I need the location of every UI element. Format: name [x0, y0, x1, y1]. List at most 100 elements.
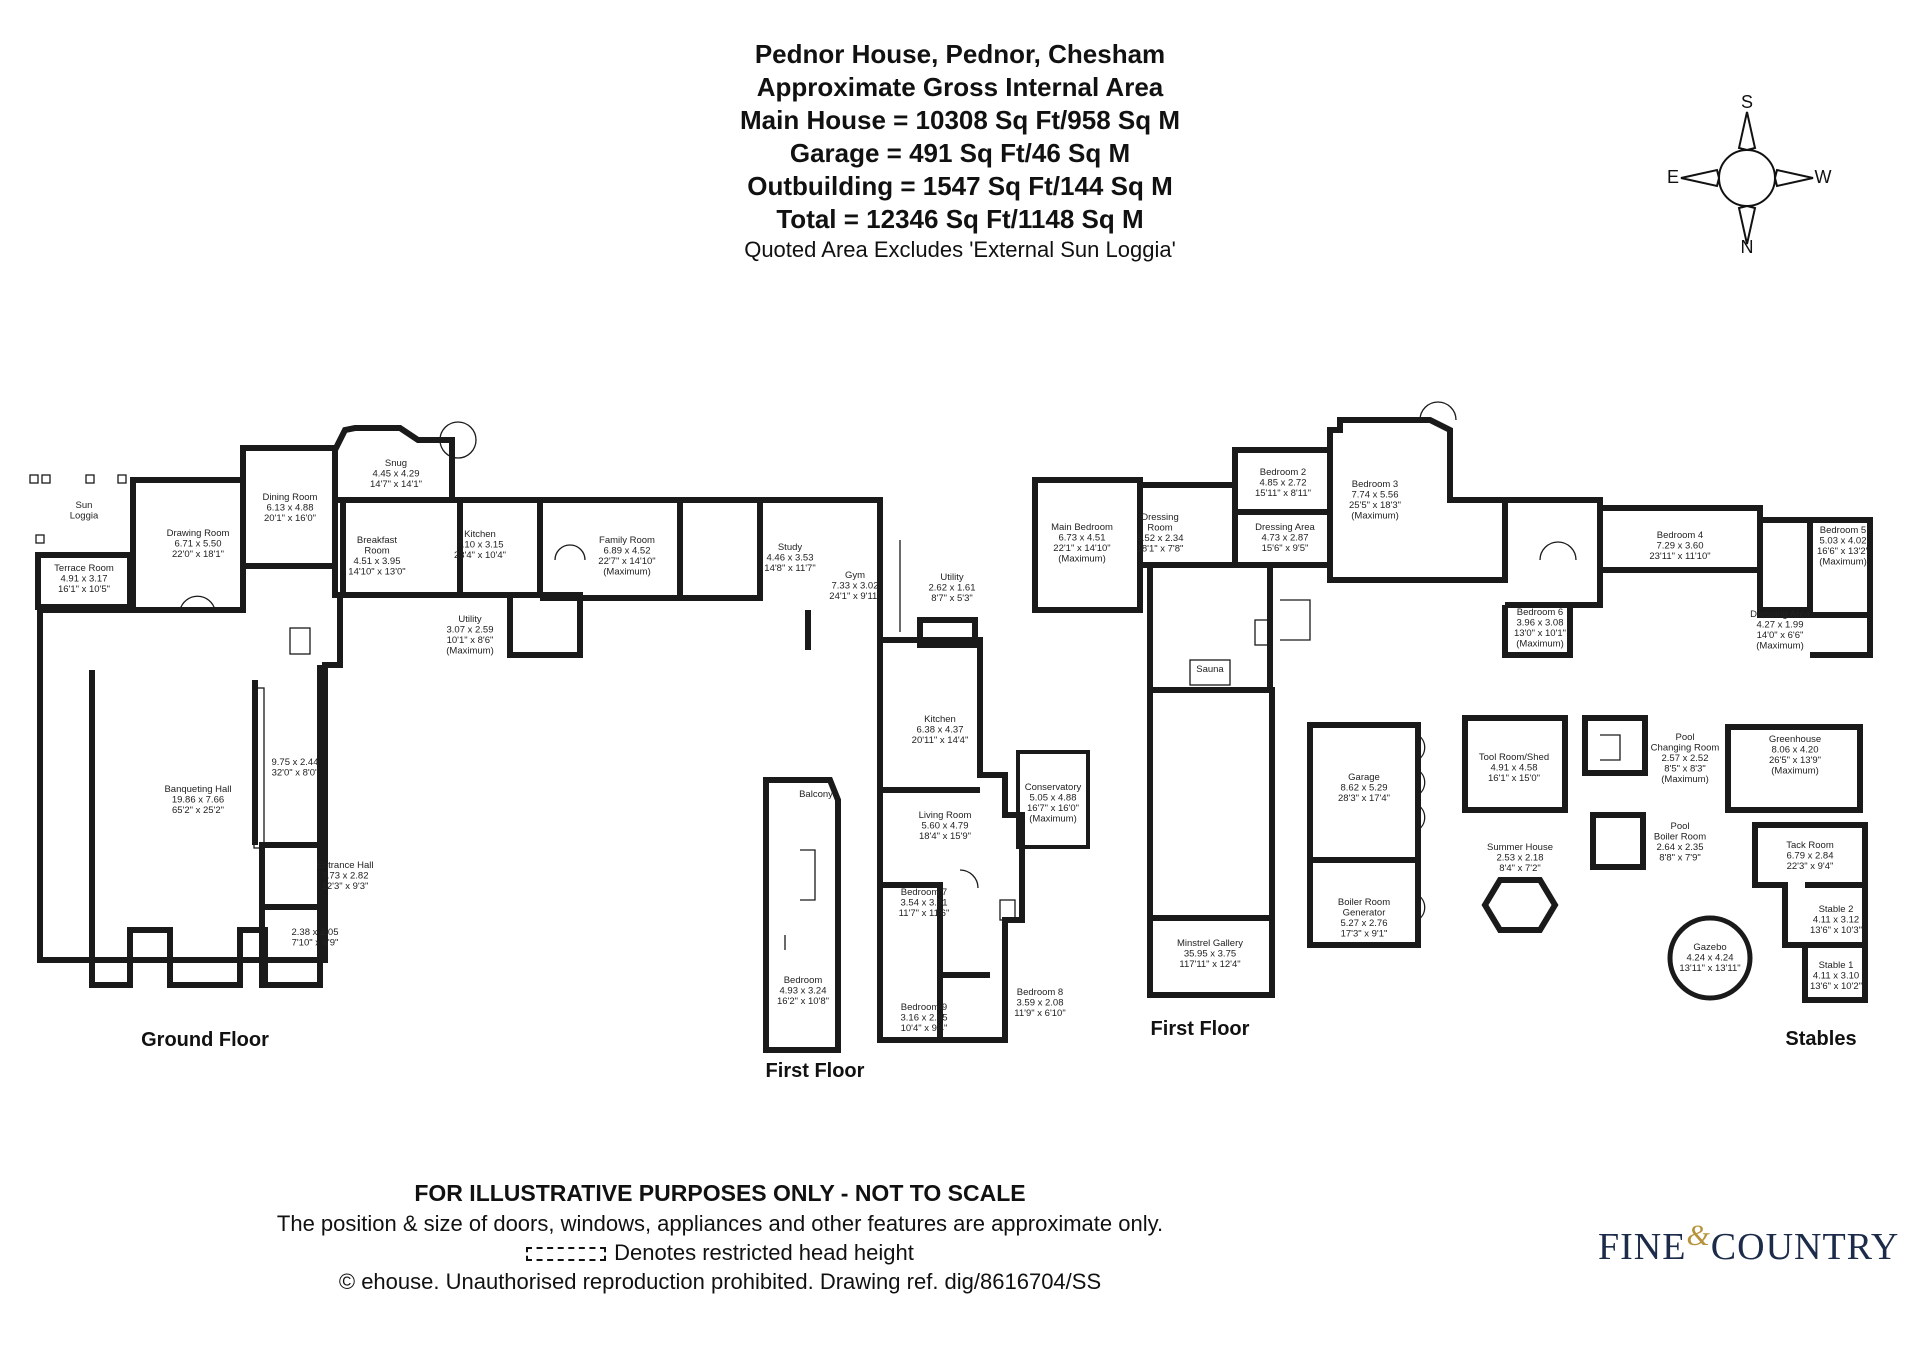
room-label-line: Banqueting Hall [164, 784, 231, 795]
logo-ampersand: & [1686, 1219, 1711, 1252]
room-label-line: 18'1" x 7'8" [1137, 544, 1184, 555]
room-label-line: 8'4" x 7'2" [1499, 863, 1541, 874]
floor-label-first-annexe: First Floor [766, 1060, 865, 1082]
room-label-line: 5.52 x 2.34 [1136, 533, 1183, 544]
compass-west: W [1815, 167, 1832, 187]
room-label-line: Bedroom 6 [1517, 607, 1563, 618]
first-floor-main-details [1189, 401, 1577, 686]
compass-north: N [1741, 237, 1754, 257]
room-label-line: 15'6" x 9'5" [1262, 543, 1309, 554]
garage-area: Garage = 491 Sq Ft/46 Sq M [789, 138, 1131, 168]
main-house-area: Main House = 10308 Sq Ft/958 Sq M [740, 105, 1180, 135]
room-label-line: 6.79 x 2.84 [1786, 851, 1833, 862]
room-label-line: Boiler Room [1654, 832, 1706, 843]
ground-floor-details [29, 421, 901, 849]
room-label-line: Sun [76, 500, 93, 511]
room-label-line: 2.64 x 2.35 [1656, 842, 1703, 853]
room-label-line: Family Room [599, 535, 655, 546]
room-label-line: 20'1" x 16'0" [264, 513, 316, 524]
room-label-line: 2.53 x 2.18 [1496, 853, 1543, 864]
room-label-line: Boiler Room [1338, 897, 1390, 908]
room-label-line: 28'3" x 17'4" [1338, 793, 1390, 804]
room-label-line: 11'7" x 11'6" [899, 908, 950, 919]
room-label-line: 4.45 x 4.29 [372, 469, 419, 480]
first-floor-annexe-details [784, 849, 1016, 950]
floor-label-first-main: First Floor [1151, 1018, 1250, 1040]
room-label-line: 7'10" x 6'9" [292, 938, 339, 949]
room-label-line: Bedroom 3 [1352, 479, 1398, 490]
room-label-line: Tool Room/Shed [1479, 752, 1549, 763]
room-label-line: 3.07 x 2.59 [446, 625, 493, 636]
room-label-line: 6.13 x 4.88 [266, 503, 313, 514]
ground-floor-walls [35, 425, 883, 988]
room-label-line: 8.06 x 4.20 [1771, 745, 1818, 756]
room-label-line: 5.03 x 4.02 [1819, 536, 1866, 547]
room-label-line: Pool [1675, 732, 1694, 743]
room-label-line: 22'1" x 14'10" [1053, 543, 1110, 554]
room-label-line: (Maximum) [1058, 554, 1106, 565]
room-label-line: 7.29 x 3.60 [1656, 541, 1703, 552]
room-label-line: Dressing Area [1750, 609, 1810, 620]
room-label-line: (Maximum) [1771, 766, 1819, 777]
room-label-line: Bedroom 9 [901, 1002, 947, 1013]
room-label-line: Greenhouse [1769, 734, 1821, 745]
room-label-line: Garage [1348, 772, 1380, 783]
room-label-line: 3.16 x 2.85 [900, 1013, 947, 1024]
room-label-line: (Maximum) [1516, 639, 1564, 650]
room-label-line: 16'1" x 10'5" [58, 584, 110, 595]
room-label-line: 7.33 x 3.02 [831, 581, 878, 592]
room-label-line: 2.57 x 2.52 [1661, 753, 1708, 764]
room-label-line: (Maximum) [446, 646, 494, 657]
legend-row: Denotes restricted head height [0, 1240, 1440, 1266]
room-label-line: Breakfast [357, 535, 397, 546]
gazebo-wall [1667, 915, 1753, 1001]
floor-label-stables: Stables [1785, 1028, 1856, 1050]
room-label-line: 4.73 x 2.87 [1261, 533, 1308, 544]
room-label-line: Bedroom 5 [1820, 525, 1866, 536]
room-label-line: 4.85 x 2.72 [1259, 478, 1306, 489]
room-label-line: 14'10" x 13'0" [348, 567, 405, 578]
room-label-line: 4.91 x 4.58 [1490, 763, 1537, 774]
room-label-line: Stable 1 [1819, 960, 1854, 971]
room-label-line: Study [778, 542, 803, 553]
disclaimer-body: The position & size of doors, windows, a… [276, 1211, 1164, 1236]
room-label-line: 2.38 x 2.05 [291, 927, 338, 938]
room-label-line: (Maximum) [1029, 814, 1077, 825]
room-label-line: 10'4" x 9'4" [901, 1023, 948, 1034]
room-label-line: 14'8" x 11'7" [764, 563, 815, 574]
logo-word-fine: FINE [1598, 1226, 1687, 1268]
first-floor-main-walls [1032, 417, 1873, 998]
room-label-line: 12'3" x 9'3" [322, 881, 369, 892]
room-label-line: 16'2" x 10'8" [777, 996, 829, 1007]
room-label-line: 4.93 x 3.24 [779, 986, 826, 997]
room-label-line: Bedroom 2 [1260, 467, 1306, 478]
room-label-line: 8'7" x 5'3" [931, 593, 973, 604]
room-label-line: 4.11 x 3.10 [1813, 971, 1859, 982]
room-label-line: Room [364, 546, 389, 557]
room-label-line: (Maximum) [603, 567, 651, 578]
